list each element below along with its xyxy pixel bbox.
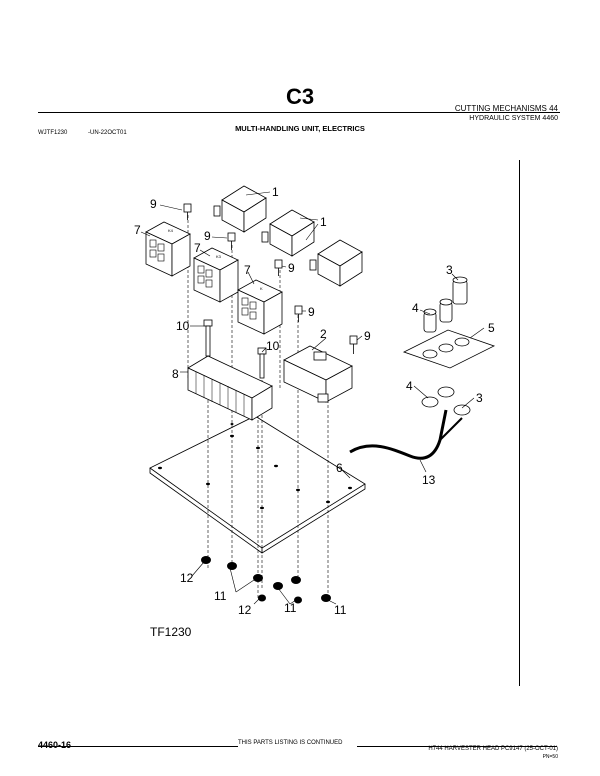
header-subtitle: HYDRAULIC SYSTEM 4460 — [469, 115, 558, 122]
base-plate — [149, 415, 366, 549]
header-rule — [38, 112, 560, 113]
header-title: CUTTING MECHANISMS 44 — [454, 104, 558, 113]
relay-socket — [193, 247, 239, 303]
figure-title: MULTI-HANDLING UNIT, ELECTRICS — [235, 124, 365, 133]
footer-rule-left — [38, 746, 238, 747]
callout-8: 8 — [172, 367, 179, 381]
figure-label: TF1230 — [150, 625, 192, 639]
callout-9: 9 — [308, 305, 315, 319]
callout-6: 6 — [336, 461, 343, 475]
callout-12: 12 — [238, 603, 252, 617]
section-code: C3 — [285, 84, 315, 109]
callout-10: 10 — [266, 339, 280, 353]
callout-9: 9 — [288, 261, 295, 275]
callout-7: 7 — [244, 263, 251, 277]
connector-plate — [402, 329, 496, 369]
figure-date: -UN-22OCT01 — [88, 130, 127, 136]
terminal-block — [187, 355, 273, 421]
callout-9: 9 — [204, 229, 211, 243]
callout-3: 3 — [476, 391, 483, 405]
wire-harness — [349, 409, 448, 460]
relay-socket — [237, 279, 283, 335]
relay — [213, 185, 267, 233]
continued-note: THIS PARTS LISTING IS CONTINUED — [238, 740, 343, 746]
connector-nut — [421, 386, 471, 416]
callout-7: 7 — [194, 241, 201, 255]
callout-1: 1 — [272, 185, 279, 199]
footer-rule-right — [357, 746, 557, 747]
pn-number: PN=50 — [542, 754, 558, 760]
screw — [183, 203, 358, 354]
callout-11: 11 — [334, 603, 347, 617]
callout-3: 3 — [446, 263, 453, 277]
connector-plug — [423, 276, 468, 333]
nut — [201, 556, 331, 604]
relay-label-k: K — [260, 286, 263, 291]
relay — [309, 239, 363, 287]
figure-code: WJTF1230 — [38, 130, 68, 136]
callout-4: 4 — [406, 379, 413, 393]
callout-9: 9 — [150, 197, 157, 211]
callout-1: 1 — [320, 215, 327, 229]
page-number: 4460-16 — [38, 740, 72, 750]
book-reference: H744 HARVESTER HEAD PC9147 (25-OCT-01) — [428, 746, 558, 752]
relay-label-k3: K3 — [216, 254, 222, 259]
long-screw — [203, 319, 267, 379]
relay-socket — [145, 221, 191, 277]
callout-7: 7 — [134, 223, 141, 237]
callout-11: 11 — [284, 601, 297, 615]
callout-9: 9 — [364, 329, 371, 343]
callout-13: 13 — [422, 473, 436, 487]
leader-lines — [140, 191, 485, 605]
relay — [261, 209, 315, 257]
callout-5: 5 — [488, 321, 495, 335]
relay-label-k4: K4 — [168, 228, 174, 233]
callout-12: 12 — [180, 571, 194, 585]
callout-4: 4 — [412, 301, 419, 315]
callout-10: 10 — [176, 319, 190, 333]
control-unit — [283, 345, 353, 403]
margin-rule — [519, 160, 520, 686]
callout-11: 11 — [214, 589, 227, 603]
plate-holes — [158, 423, 352, 510]
callout-2: 2 — [320, 327, 327, 341]
